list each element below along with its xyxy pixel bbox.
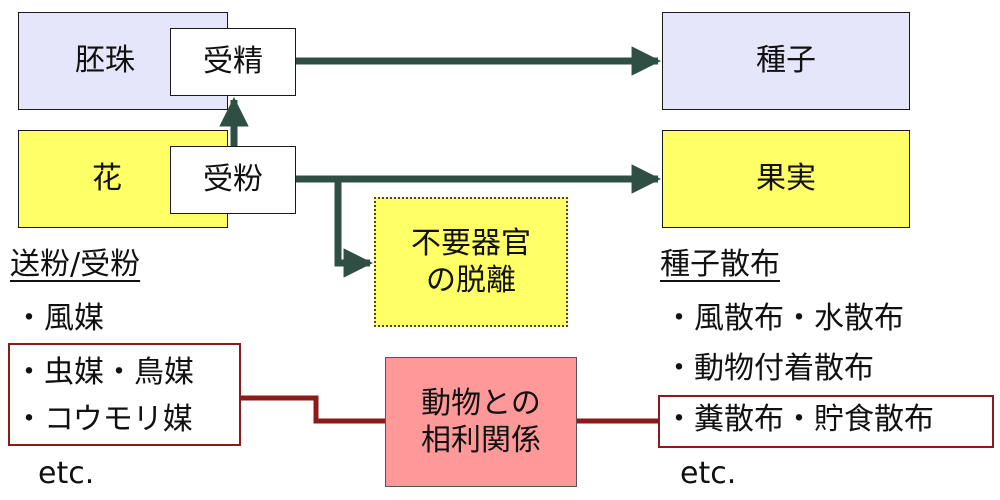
seed-label: 種子 [756,43,816,79]
organ-drop-line1: 不要器官 [411,225,531,261]
fertilization-label: 受精 [203,44,263,80]
fertilization-box: 受精 [170,28,296,96]
pollination-item-wind: ・風媒 [14,301,104,336]
ovule-label: 胚珠 [75,43,135,79]
dispersal-item-dung-cache: ・糞散布・貯食散布 [664,402,934,437]
pollination-item-bat: ・コウモリ媒 [14,402,193,437]
dispersal-etc: etc. [680,456,737,491]
pollination-box: 受粉 [170,146,296,214]
dispersal-heading: 種子散布 [660,247,780,282]
mutualism-line1: 動物との [421,385,541,421]
mutualism-box: 動物との 相利関係 [385,357,577,487]
organ-drop-box: 不要器官 の脱離 [374,197,568,327]
pollination-etc: etc. [38,456,95,491]
dispersal-item-wind-water: ・風散布・水散布 [664,301,904,336]
mutualism-line2: 相利関係 [421,423,541,458]
fruit-box: 果実 [662,130,910,228]
arrow-pollination-to-organ-drop [334,179,373,278]
flower-label: 花 [92,161,122,197]
pollination-label: 受粉 [203,162,263,198]
seed-box: 種子 [662,12,910,110]
dispersal-item-animal-attach: ・動物付着散布 [664,351,874,386]
organ-drop-line2: の脱離 [426,263,516,298]
dispersal-animal-highlight [658,395,994,448]
fruit-label: 果実 [756,161,816,197]
pollinator-animal-highlight [8,343,241,446]
pollination-item-insect-bird: ・虫媒・鳥媒 [14,355,194,390]
pollination-heading: 送粉/受粉 [10,247,141,282]
link-pollinators-to-mutualism [240,395,385,424]
